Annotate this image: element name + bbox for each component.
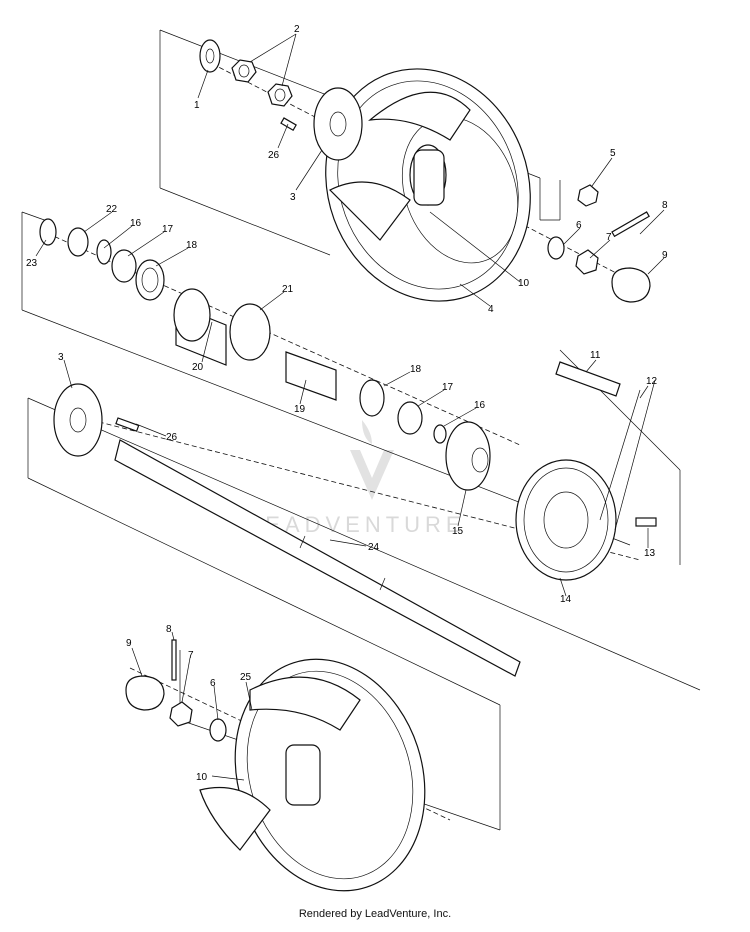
callout-3-lower: 3 (58, 352, 64, 363)
callout-17-lower: 17 (442, 382, 454, 393)
upper-hub-parts (199, 39, 651, 303)
sprocket-hub-assembly (445, 361, 657, 581)
callout-labels: 1 2 26 3 5 6 8 7 9 10 4 22 16 17 18 23 2… (26, 24, 668, 783)
watermark: LEADVENTURE (248, 420, 461, 537)
callout-4: 4 (488, 304, 494, 315)
callout-23: 23 (26, 258, 38, 269)
callout-7-upper: 7 (606, 232, 612, 243)
callout-12: 12 (646, 376, 658, 387)
callout-11: 11 (590, 350, 601, 361)
callout-5: 5 (610, 148, 616, 159)
callout-22: 22 (106, 204, 118, 215)
footer-credit: Rendered by LeadVenture, Inc. (298, 908, 452, 920)
callout-10-lower: 10 (196, 772, 208, 783)
callout-3-upper: 3 (290, 192, 296, 203)
callout-2: 2 (294, 24, 300, 35)
callout-13: 13 (644, 548, 656, 559)
callout-16-middle: 16 (130, 218, 142, 229)
callout-1: 1 (194, 100, 200, 111)
callout-6-lower: 6 (210, 678, 216, 689)
callout-26-upper: 26 (268, 150, 280, 161)
callout-26-lower: 26 (166, 432, 178, 443)
left-wheel-tire (125, 639, 426, 892)
callout-19: 19 (294, 404, 306, 415)
middle-bearing-parts (39, 218, 447, 444)
right-wheel-tire (325, 68, 531, 302)
leader-lines (35, 33, 665, 781)
callout-9-upper: 9 (662, 250, 668, 261)
callout-15: 15 (452, 526, 464, 537)
callout-20: 20 (192, 362, 204, 373)
callout-18-lower: 18 (410, 364, 422, 375)
callout-14: 14 (560, 594, 572, 605)
callout-21: 21 (282, 284, 294, 295)
callout-24: 24 (368, 542, 380, 553)
callout-9-lower: 9 (126, 638, 132, 649)
callout-8-lower: 8 (166, 624, 172, 635)
callout-25: 25 (240, 672, 252, 683)
callout-8-upper: 8 (662, 200, 668, 211)
callout-16-lower: 16 (474, 400, 486, 411)
callout-17-middle: 17 (162, 224, 174, 235)
axle-and-left-hub (53, 383, 521, 677)
callout-7-lower: 7 (188, 650, 194, 661)
callout-18-middle: 18 (186, 240, 198, 251)
callout-6-upper: 6 (576, 220, 582, 231)
callout-10-upper: 10 (518, 278, 530, 289)
